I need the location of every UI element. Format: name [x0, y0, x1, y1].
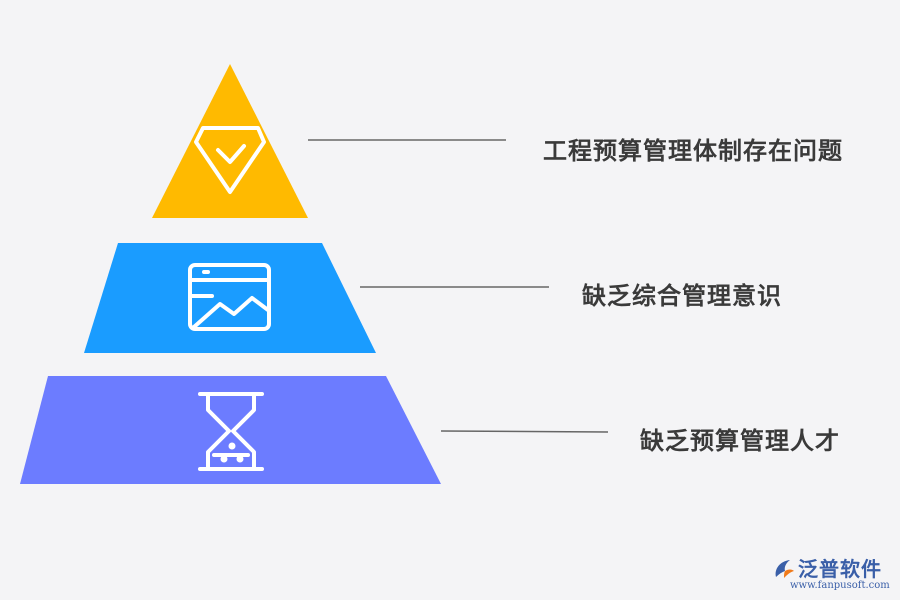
browser-chart-icon	[188, 263, 271, 331]
diamond-check-icon	[194, 126, 266, 194]
hourglass-icon	[198, 392, 264, 471]
connector-line-3	[440, 430, 609, 433]
tier-2-shape	[84, 243, 376, 353]
brand-logo: 泛普软件 www.fanpusoft.com	[772, 553, 894, 597]
tier-3-label: 缺乏预算管理人才	[640, 427, 840, 455]
tier-1-shape	[152, 64, 308, 218]
tier-1-label: 工程预算管理体制存在问题	[543, 137, 843, 165]
tier-2-label: 缺乏综合管理意识	[582, 282, 782, 310]
logo-url: www.fanpusoft.com	[790, 580, 890, 591]
logo-name: 泛普软件	[798, 557, 882, 581]
logo-mark-icon	[775, 560, 794, 578]
